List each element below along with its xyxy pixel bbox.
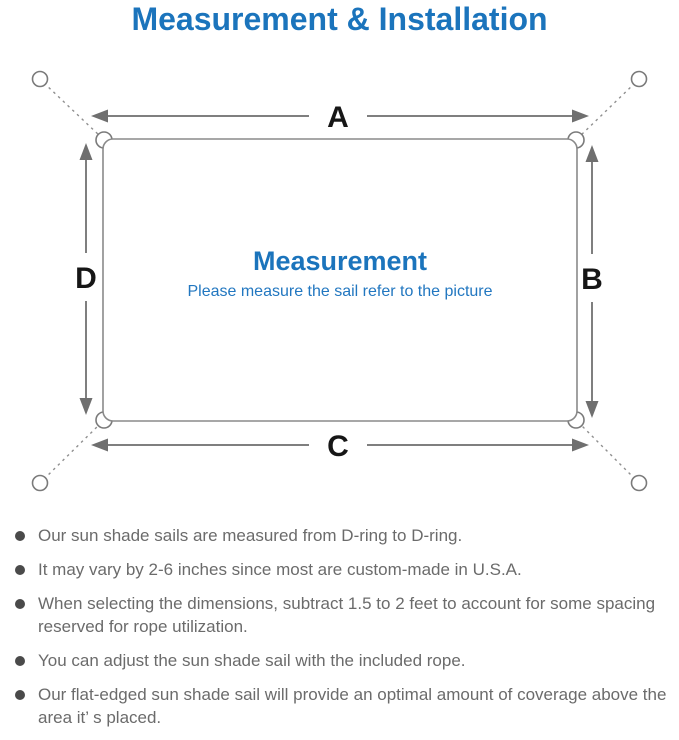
diagram-caption: Measurement Please measure the sail refe… (187, 246, 492, 300)
guy-line-top-left (43, 82, 102, 138)
page-title: Measurement & Installation (131, 1, 548, 37)
note-item: When selecting the dimensions, subtract … (15, 592, 673, 638)
anchor-point-icon (31, 474, 49, 492)
sail-rectangle (102, 138, 578, 422)
dimension-a: A (91, 101, 589, 134)
note-text: You can adjust the sun shade sail with t… (38, 651, 466, 670)
guy-lines (43, 82, 636, 480)
diagram-caption-subtitle: Please measure the sail refer to the pic… (187, 283, 492, 300)
notes-list: Our sun shade sails are measured from D-… (15, 524, 673, 740)
arrow-left-icon (91, 438, 108, 452)
dimension-b-label: B (581, 263, 603, 296)
guy-line-top-right (578, 82, 636, 138)
arrow-down-icon (79, 398, 93, 415)
bullet-icon (15, 531, 25, 541)
dimension-c-label: C (327, 430, 349, 463)
note-item: It may vary by 2-6 inches since most are… (15, 558, 673, 581)
measurement-diagram-svg: A C D B Measurement Pl (31, 70, 648, 492)
bullet-icon (15, 656, 25, 666)
anchor-point-icon (31, 70, 49, 88)
note-text: Our flat-edged sun shade sail will provi… (38, 685, 667, 727)
note-item: You can adjust the sun shade sail with t… (15, 649, 673, 672)
note-item: Our sun shade sails are measured from D-… (15, 524, 673, 547)
note-text: It may vary by 2-6 inches since most are… (38, 560, 522, 579)
guy-line-bottom-right (578, 422, 636, 480)
guy-line-bottom-left (43, 422, 102, 480)
dimension-c: C (91, 430, 589, 463)
bullet-icon (15, 599, 25, 609)
measurement-diagram: A C D B Measurement Pl (0, 50, 679, 520)
dimension-d: D (75, 143, 97, 415)
dimension-d-label: D (75, 262, 97, 295)
note-text: When selecting the dimensions, subtract … (38, 594, 656, 636)
note-item: Our flat-edged sun shade sail will provi… (15, 683, 673, 729)
bullet-icon (15, 565, 25, 575)
arrow-right-icon (572, 109, 589, 123)
note-text: Our sun shade sails are measured from D-… (38, 526, 463, 545)
arrow-right-icon (572, 438, 589, 452)
anchor-point-icon (630, 474, 648, 492)
anchor-points (31, 70, 648, 492)
arrow-up-icon (79, 143, 93, 160)
dimension-a-label: A (327, 101, 349, 134)
bullet-icon (15, 690, 25, 700)
dimension-b: B (581, 145, 603, 418)
arrow-up-icon (585, 145, 599, 162)
anchor-point-icon (630, 70, 648, 88)
arrow-down-icon (585, 401, 599, 418)
diagram-caption-title: Measurement (253, 246, 427, 276)
arrow-left-icon (91, 109, 108, 123)
